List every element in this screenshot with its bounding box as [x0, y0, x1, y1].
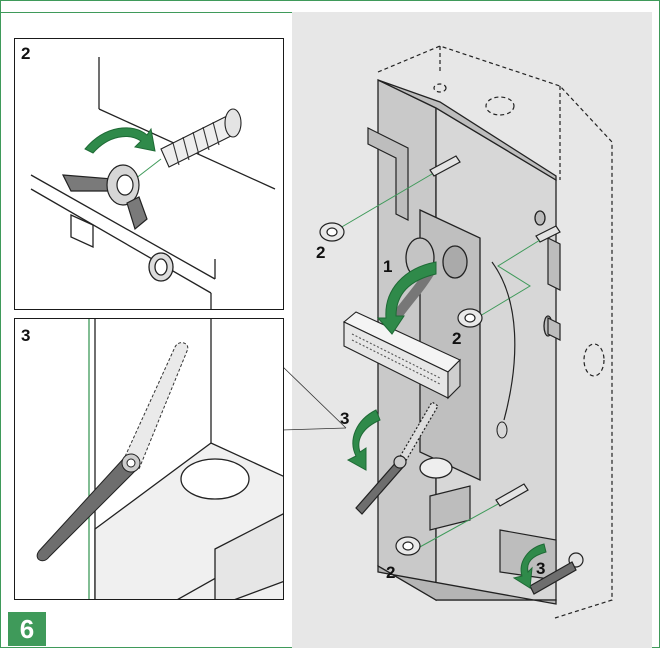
callout-2-left: 2	[316, 243, 326, 262]
top-rule	[0, 12, 292, 13]
earth-wire	[491, 261, 516, 421]
locking-levers	[355, 401, 577, 595]
callout-3-main: 3	[340, 409, 350, 428]
step-number-badge: 6	[8, 612, 46, 646]
callout-2-bottom: 2	[386, 563, 396, 582]
detail-panel-3: 3	[14, 318, 284, 600]
rotate-arrow-3-bottom	[512, 543, 547, 589]
detail-2-drawing	[30, 57, 276, 309]
callout-1: 1	[383, 257, 393, 276]
callout-leaders	[281, 365, 347, 431]
dashed-housing	[377, 45, 613, 619]
wing-nuts	[319, 222, 483, 556]
callout-2-right: 2	[452, 329, 462, 348]
assembly-guide-lines	[339, 173, 541, 549]
rotate-arrow-detail-2	[84, 127, 156, 154]
callout-3-bottom: 3	[536, 559, 546, 578]
detail-2-label: 2	[21, 44, 31, 63]
wire-loop	[496, 421, 508, 439]
rotate-arrow-3-main	[346, 409, 381, 471]
detail-panel-2: 2	[14, 38, 284, 310]
rotation-arrows	[346, 261, 547, 589]
detail-3-drawing	[36, 319, 283, 599]
rotate-arrow-1	[376, 261, 437, 335]
detail-3-label: 3	[21, 326, 31, 345]
